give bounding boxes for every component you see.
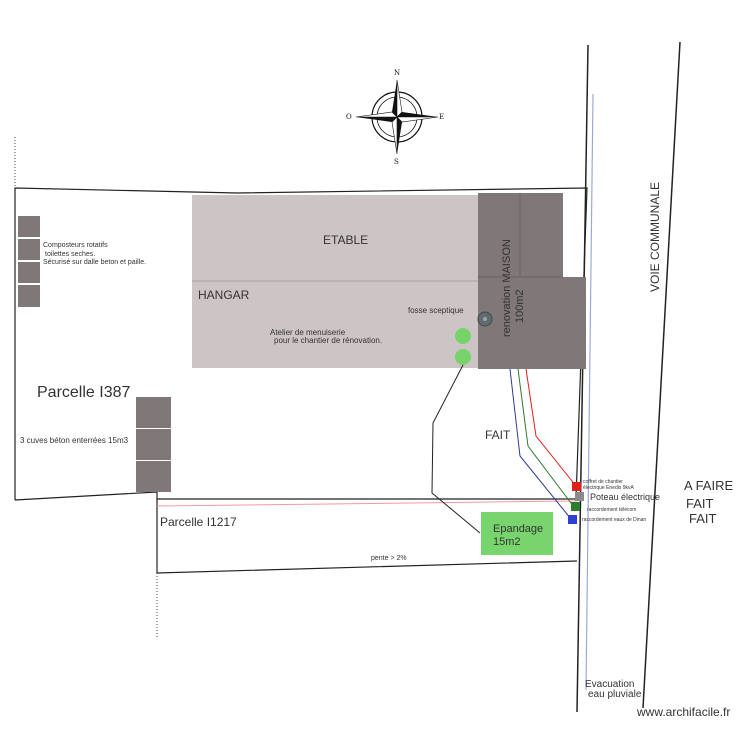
red-connection-line (525, 368, 577, 487)
etable-building (192, 195, 478, 282)
maison-label-2: 100m2 (514, 289, 526, 323)
eaux-box (568, 515, 577, 524)
maison-label-1: renovation MAISON (501, 239, 513, 337)
composteur-4 (18, 285, 40, 307)
road-line-left (576, 44, 589, 713)
compass-west: O (346, 113, 352, 121)
compass-rose-icon (355, 79, 439, 155)
compass-east: E (439, 113, 444, 121)
epandage-area (481, 512, 553, 555)
coffret-electrique-box (572, 482, 581, 491)
compass-south: S (394, 158, 399, 166)
eaux-label: raccordement eaux de Dinan (582, 517, 646, 523)
credit-footer[interactable]: www.archifacile.fr (636, 705, 730, 719)
atelier-label-2: pour le chantier de rénovation. (274, 336, 382, 345)
evacuation-label-2: eau pluviale (588, 689, 642, 700)
parcel-i387-label: Parcelle I387 (37, 384, 130, 401)
status-fait-green: FAIT (686, 496, 714, 511)
road-label: VOIE COMMUNALE (648, 182, 662, 292)
epandage-label-1: Epandage (493, 523, 543, 535)
fosse-septique-center (483, 317, 487, 321)
atelier-label-1: Atelier de menuiserie (270, 328, 346, 337)
cuve-3 (136, 461, 171, 492)
drain-pipe (431, 364, 481, 534)
electric-line-red (156, 500, 577, 507)
composteurs-label-2: toilettes seches. (45, 251, 95, 258)
fosse-label: fosse sceptique (408, 306, 464, 315)
green-connection-line (517, 368, 575, 508)
composteur-2 (18, 239, 40, 260)
rainwater-pipe (585, 93, 594, 691)
status-a-faire: A FAIRE (684, 478, 733, 493)
poteau-box (575, 492, 584, 501)
compass-north: N (394, 69, 400, 77)
hangar-building (192, 282, 478, 368)
composteur-1 (18, 216, 40, 237)
cuve-1 (136, 397, 171, 428)
evacuation-label-1: Evacuation (585, 679, 634, 690)
green-filter-2 (455, 349, 471, 365)
telecom-box (571, 502, 580, 511)
etable-label: ETABLE (323, 233, 368, 247)
fait-left-label: FAIT (485, 428, 511, 442)
cuve-2 (136, 429, 171, 460)
blue-connection-line (509, 368, 572, 520)
coffret-label-2: électrique Enedis 9kvA (583, 485, 635, 491)
status-fait-blue: FAIT (689, 511, 717, 526)
maison-building-lower (478, 277, 586, 369)
composteur-3 (18, 262, 40, 283)
hangar-label: HANGAR (198, 288, 250, 302)
composteurs-label-1: Composteurs rotatifs (43, 242, 108, 249)
green-filter-1 (455, 328, 471, 344)
telecom-label: raccordement télécom (587, 507, 636, 513)
composteurs-label-3: Sécurisé sur dalle beton et paille. (43, 259, 146, 266)
poteau-label: Poteau électrique (590, 492, 660, 502)
parcel-i1217-label: Parcelle I1217 (160, 515, 237, 529)
epandage-label-2: 15m2 (493, 536, 521, 548)
pente-label: pente > 2% (371, 555, 407, 562)
road-line-right (642, 41, 681, 709)
cuves-label: 3 cuves béton enterrées 15m3 (20, 436, 129, 445)
coffret-label-1: coffret de chantier (583, 479, 623, 485)
